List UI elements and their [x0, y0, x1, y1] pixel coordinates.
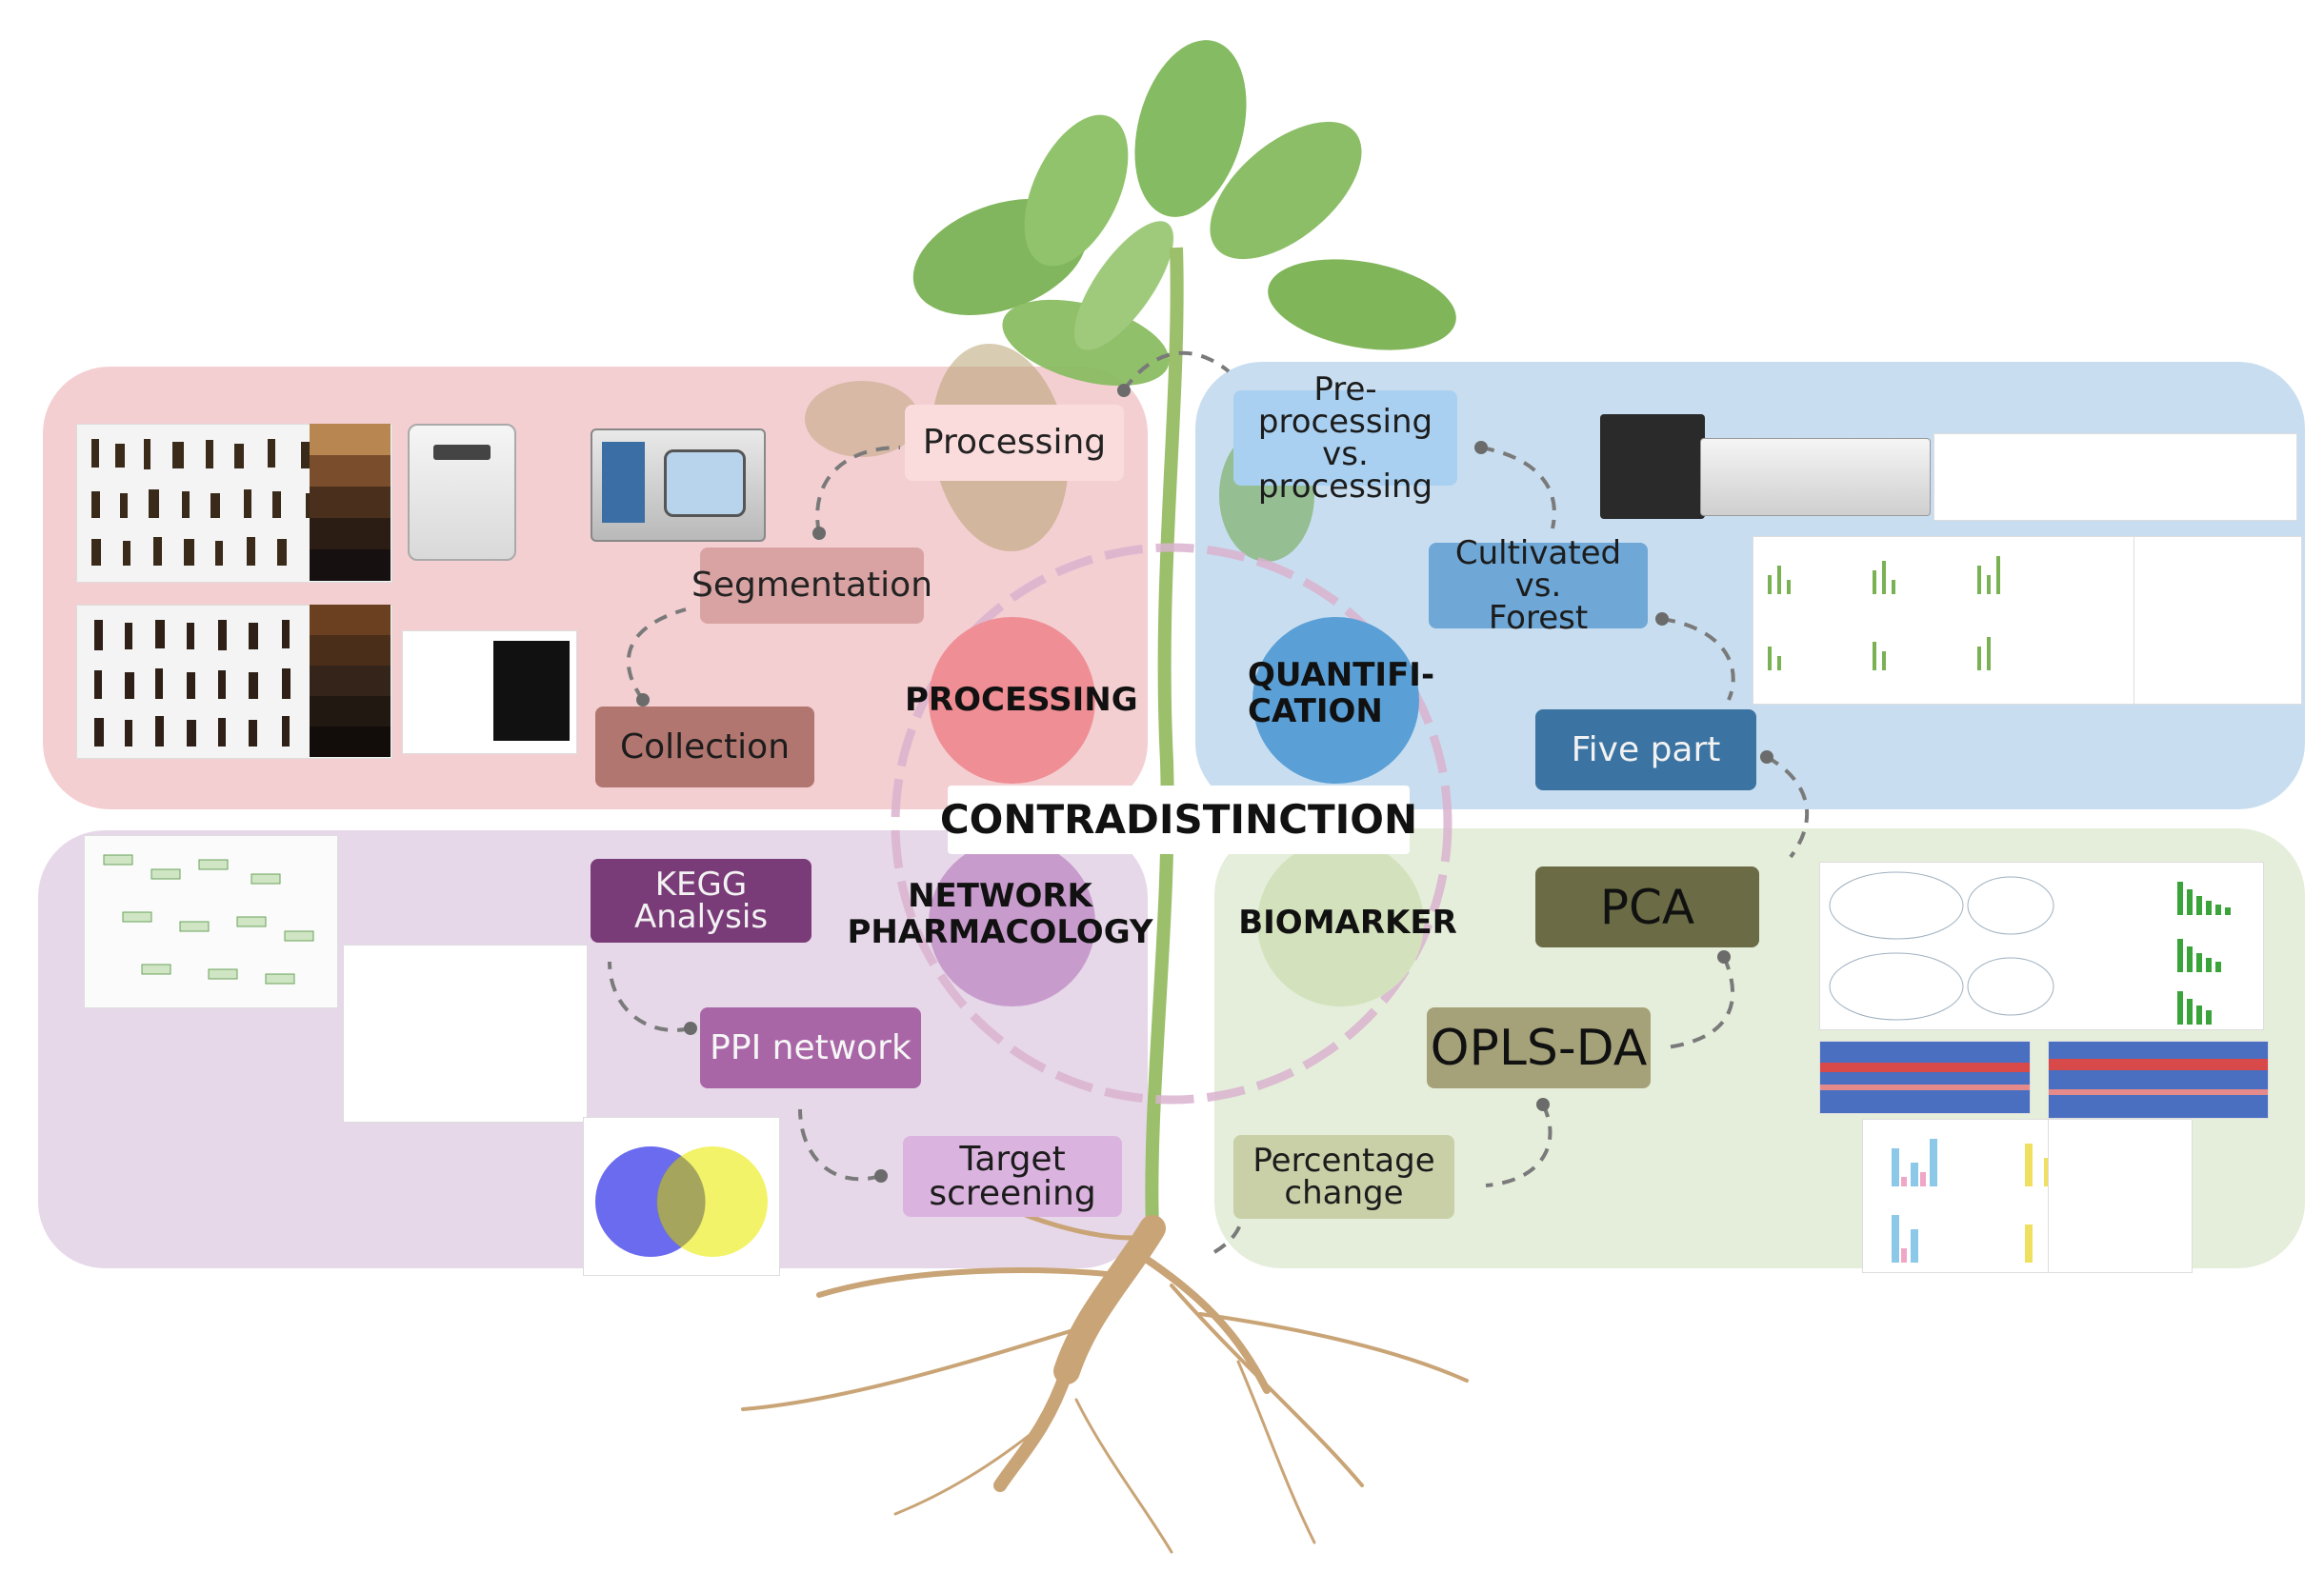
venn-diagram-image	[583, 1117, 780, 1276]
circle-processing	[929, 617, 1095, 784]
bar-chart-grid-image	[1753, 536, 2150, 705]
network-circle-label: NETWORK PHARMACOLOGY	[847, 877, 1153, 952]
kegg-pathway-map-image	[84, 835, 338, 1008]
dryer-machine-image	[408, 424, 516, 561]
circle-quantification	[1252, 617, 1419, 784]
color-swatch-bottom	[310, 605, 391, 757]
dot-plot-image	[343, 945, 588, 1123]
step-ppi-network: PPI network	[700, 1007, 921, 1088]
results-table-image	[402, 630, 577, 754]
chromatogram-grid-image	[1933, 433, 2297, 521]
processing-circle-label: PROCESSING	[905, 681, 1138, 719]
quantification-circle-label: QUANTIFI- CATION	[1248, 656, 1435, 731]
pca-score-plots-image	[1819, 862, 2264, 1030]
step-kegg-analysis: KEGG Analysis	[591, 859, 811, 943]
step-processing: Processing	[905, 405, 1124, 481]
percentage-bar-charts-image-2	[2048, 1119, 2193, 1273]
step-opls-da: OPLS-DA	[1427, 1007, 1651, 1088]
step-collection: Collection	[595, 707, 814, 787]
circle-network-pharmacology	[929, 840, 1095, 1006]
oven-machine-image	[591, 428, 766, 542]
circle-biomarker	[1257, 840, 1424, 1006]
line-plot-grid-image	[2134, 536, 2302, 705]
step-segmentation: Segmentation	[691, 548, 932, 624]
leaf-cluster	[805, 40, 1456, 562]
mass-spectrometer-image	[1600, 414, 1933, 528]
heatmap-right-image	[2048, 1041, 2269, 1119]
biomarker-circle-label: BIOMARKER	[1238, 904, 1457, 942]
step-percentage-change: Percentage change	[1233, 1135, 1454, 1219]
stem	[1145, 247, 1184, 1229]
step-cultivated-vs-forest: Cultivated vs. Forest	[1429, 537, 1648, 634]
step-five-part: Five part	[1535, 709, 1756, 790]
roots	[741, 1197, 1469, 1554]
step-pca: PCA	[1535, 866, 1759, 947]
step-target-screening: Target screening	[903, 1136, 1122, 1217]
center-label: CONTRADISTINCTION	[940, 786, 1417, 854]
color-swatch-top	[310, 424, 391, 581]
step-pre-processing: Pre-processing vs. processing	[1233, 373, 1457, 503]
heatmap-left-image	[1819, 1041, 2031, 1114]
